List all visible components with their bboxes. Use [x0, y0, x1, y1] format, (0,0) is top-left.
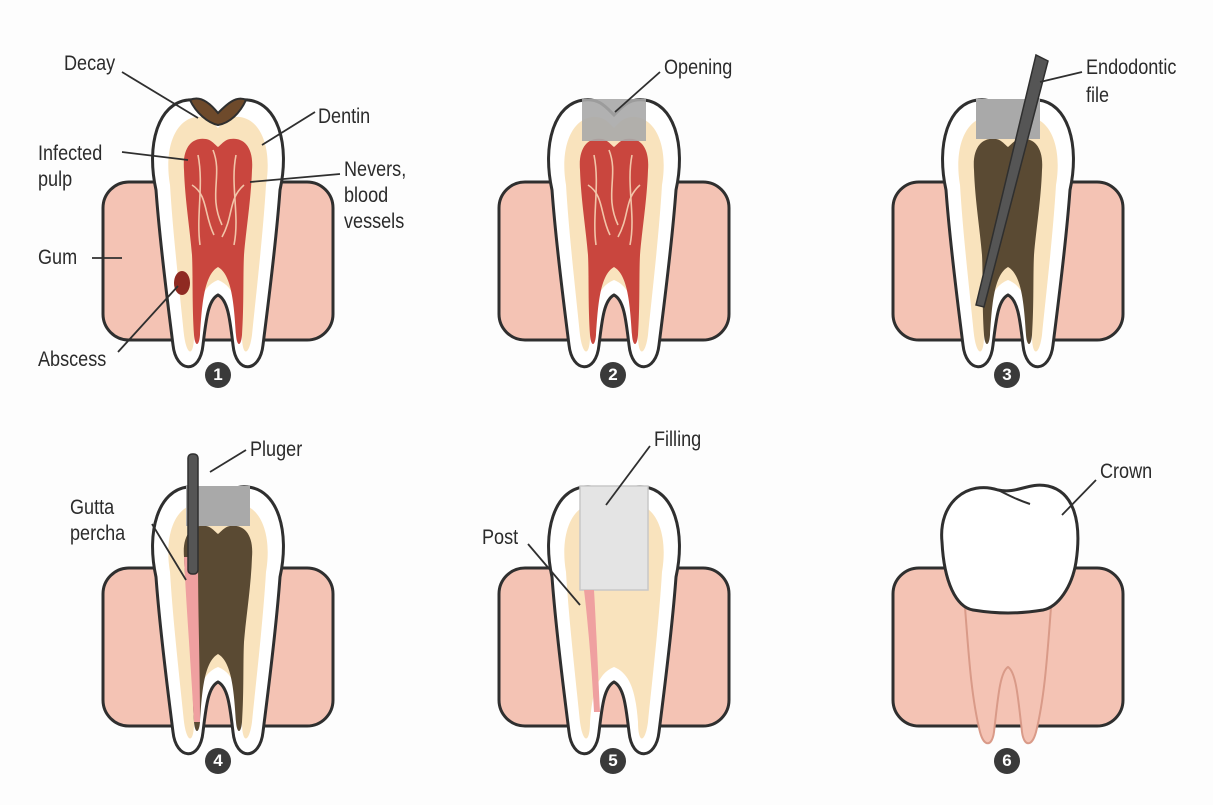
tooth-1: [151, 97, 285, 369]
tooth-4-pulp: [183, 525, 253, 731]
label-opening: Opening: [664, 56, 733, 79]
post-rod: [584, 590, 600, 712]
tooth-2-nerve-line-5: [617, 184, 641, 238]
label-pluger: Pluger: [250, 438, 303, 461]
label-nerves-line2: blood: [344, 184, 389, 207]
leader-abscess: [117, 285, 179, 353]
tooth-2-nerve-line-2: [629, 154, 633, 246]
tooth-3: [941, 53, 1075, 369]
step-badge-6: 6: [994, 748, 1020, 774]
leader-decay: [121, 71, 199, 119]
tooth-4: [151, 453, 285, 756]
label-crown: Crown: [1100, 460, 1153, 483]
tooth-1-nerve-line-3: [212, 149, 223, 226]
tooth-6: [940, 483, 1080, 745]
leader-pluger: [209, 449, 247, 473]
label-gutta-percha-line2: percha: [70, 522, 126, 545]
leader-dentin: [261, 111, 316, 146]
leader-filling: [605, 445, 651, 506]
label-gutta-percha-line1: Gutta: [70, 496, 115, 519]
tooth-1-nerve-line-5: [221, 184, 245, 238]
decay-cavity: [188, 97, 248, 127]
abscess-spot: [174, 271, 190, 295]
label-nerves-line3: vessels: [344, 210, 405, 233]
tooth-2-nerve-line-3: [608, 149, 619, 226]
label-infected-pulp-line1: Infected: [38, 142, 103, 165]
label-gum: Gum: [38, 246, 78, 269]
step-badge-5: 5: [600, 748, 626, 774]
pluger-tool: [187, 453, 199, 575]
tooth-1-nerve-line-2: [233, 154, 237, 246]
tooth-1-nerve-line-1: [197, 154, 202, 246]
leader-opening: [614, 71, 661, 113]
step-badge-4: 4: [205, 748, 231, 774]
leader-endodontic-file: [1039, 71, 1083, 83]
step-badge-2: 2: [600, 362, 626, 388]
leader-nerves: [249, 173, 341, 183]
leader-gutta-percha: [151, 523, 187, 581]
label-post: Post: [482, 526, 519, 549]
leader-crown: [1061, 479, 1097, 516]
tooth-2-nerve-line-1: [593, 154, 598, 246]
endodontic-file-tool: [975, 53, 1049, 308]
tooth-5: [547, 485, 681, 756]
label-abscess: Abscess: [38, 348, 107, 371]
filling-block: [579, 485, 649, 591]
leader-infected-pulp: [121, 151, 189, 161]
tooth-3-pulp: [973, 138, 1043, 344]
access-opening: [582, 99, 646, 141]
label-decay: Decay: [64, 52, 116, 75]
crown-groove: [997, 489, 1031, 505]
label-filling: Filling: [654, 428, 702, 451]
crown-roots: [961, 581, 1055, 745]
tooth-2-nerve-line-4: [587, 184, 611, 236]
leader-post: [527, 543, 581, 606]
step-badge-1: 1: [205, 362, 231, 388]
tooth-1-nerve-line-4: [191, 184, 215, 236]
label-endodontic-file-line1: Endodontic: [1086, 56, 1177, 79]
crown-cap: [940, 483, 1080, 615]
label-endodontic-file-line2: file: [1086, 84, 1110, 107]
label-infected-pulp-line2: pulp: [38, 168, 73, 191]
label-dentin: Dentin: [318, 105, 371, 128]
label-nerves-line1: Nevers,: [344, 158, 407, 181]
step-badge-3: 3: [994, 362, 1020, 388]
gutta-percha-fill: [184, 557, 200, 722]
tooth-2: [547, 98, 681, 369]
